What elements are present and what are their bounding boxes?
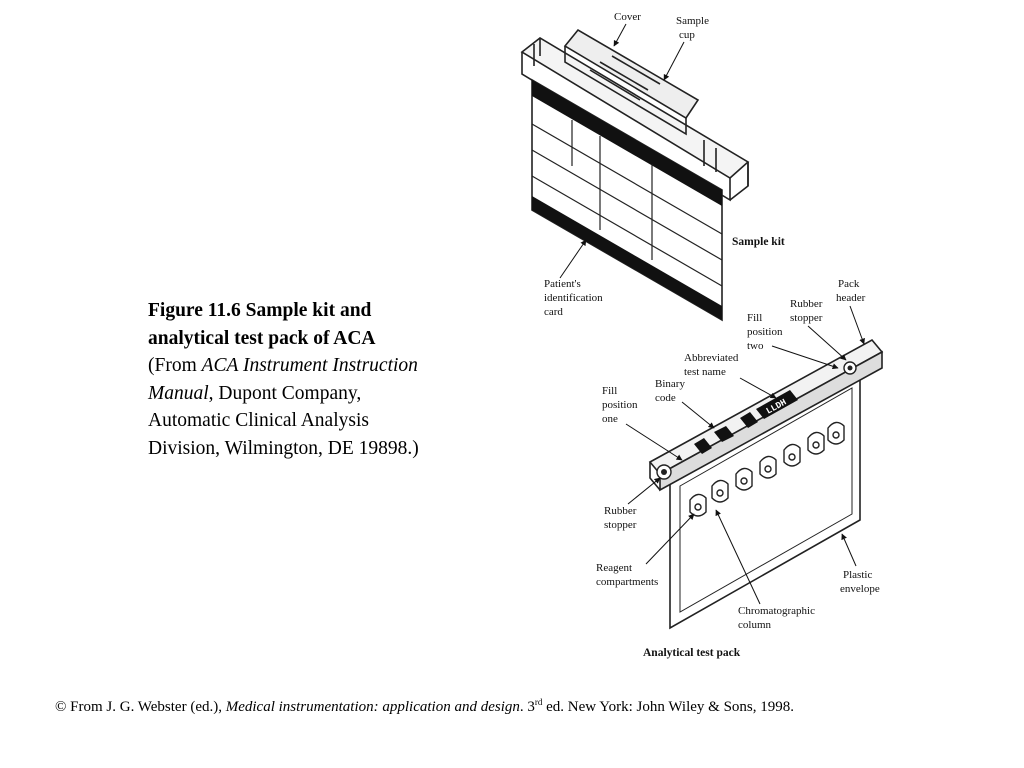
plastic-envelope-label-1: Plastic (843, 569, 872, 581)
footer-rest: ed. New York: John Wiley & Sons, 1998. (542, 699, 795, 715)
sample-kit-title: Sample kit (732, 236, 785, 248)
sample-kit: Cover Sample cup Sample kit Patient's id… (520, 11, 785, 322)
abbreviated-test-name-label-1: Abbreviated (684, 352, 739, 364)
fill-position-one-label-1: Fill (602, 385, 617, 397)
fill-position-two-label-2: position (747, 326, 783, 338)
fill-position-two-label-1: Fill (747, 312, 762, 324)
fill-position-one-label-3: one (602, 413, 618, 425)
rubber-stopper-top-label-2: stopper (790, 312, 823, 324)
caption-source-rest: , Dupont Company, Automatic Clinical Ana… (148, 382, 419, 459)
copyright-footer: © From J. G. Webster (ed.), Medical inst… (55, 697, 794, 716)
sample-cup-label-2: cup (679, 29, 695, 41)
binary-code-label-1: Binary (655, 378, 685, 390)
abbreviated-test-name-label-2: test name (684, 366, 726, 378)
sample-cup-label-1: Sample (676, 15, 709, 27)
plastic-envelope-label-2: envelope (840, 583, 880, 595)
caption-source-prefix: (From (148, 355, 202, 377)
binary-code-label-2: code (655, 392, 676, 404)
rubber-stopper-bottom-label-2: stopper (604, 519, 637, 531)
caption-source-title: ACA Instrument Instruction Manual (148, 355, 418, 404)
rubber-stopper-bottom-label-1: Rubber (604, 505, 637, 517)
chromatographic-column-label-2: column (738, 619, 771, 631)
footer-book-title: Medical instrumentation: application and… (225, 699, 520, 715)
patient-card-label-3: card (544, 306, 563, 318)
reagent-compartments-label-1: Reagent (596, 562, 632, 574)
footer-prefix: © From J. G. Webster (ed.), (55, 699, 226, 715)
pack-header-label-2: header (836, 292, 866, 304)
footer-edition-suffix: rd (534, 697, 543, 707)
patient-card-label-1: Patient's (544, 278, 581, 290)
chromatographic-column-label-1: Chromatographic (738, 605, 815, 617)
test-pack-title: Analytical test pack (643, 647, 741, 659)
pack-header-label-1: Pack (838, 278, 860, 290)
cover-label: Cover (614, 11, 641, 23)
test-pack: LLDH Pack header Rubber stopper Fill pos… (596, 278, 884, 659)
reagent-compartments-label-2: compartments (596, 576, 658, 588)
rubber-stopper-top-label-1: Rubber (790, 298, 823, 310)
fill-position-two-label-3: two (747, 340, 764, 352)
patient-id-card (531, 78, 723, 322)
reagent-compartments (689, 421, 845, 517)
figure-caption: Figure 11.6 Sample kit and analytical te… (148, 297, 438, 463)
figure-title: Figure 11.6 Sample kit and analytical te… (148, 300, 376, 349)
pack-header-bar: LLDH (648, 338, 884, 492)
fill-position-one-label-2: position (602, 399, 638, 411)
sample-kit-cover-housing (520, 28, 750, 202)
patient-card-label-2: identification (544, 292, 603, 304)
footer-edition: . 3 (519, 699, 535, 715)
